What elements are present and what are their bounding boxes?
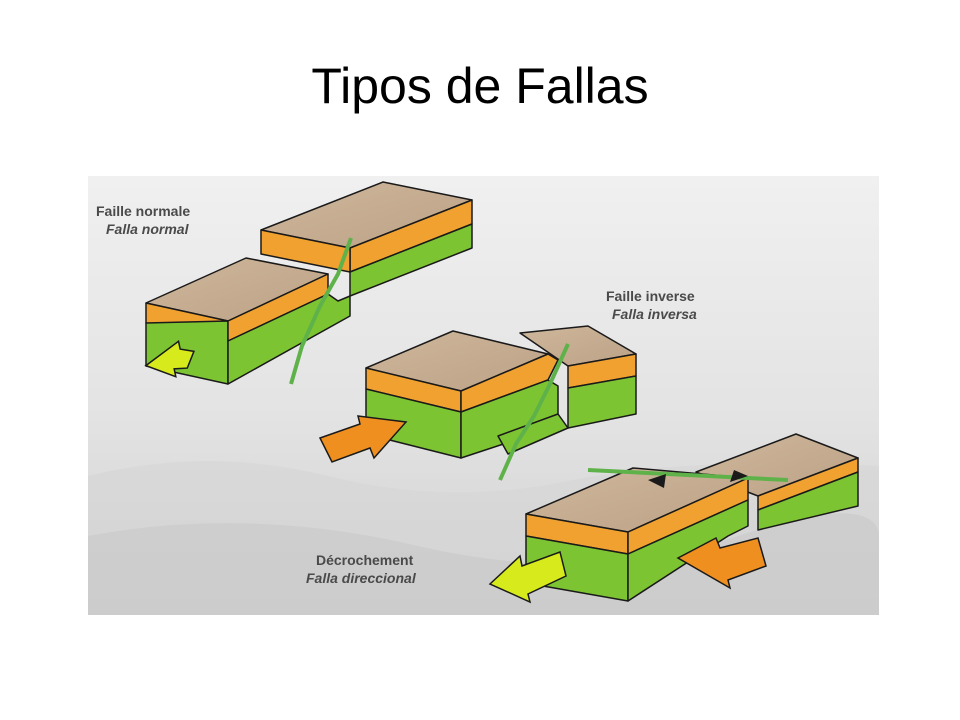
- label-normal-es: Falla normal: [106, 221, 190, 237]
- label-strike-es: Falla direccional: [306, 570, 417, 586]
- label-inverse-fr: Faille inverse: [606, 288, 695, 304]
- strike-slip-fault-trace: [587, 468, 789, 482]
- label-strike-fr: Décrochement: [316, 552, 414, 568]
- inverse-fault-arrow: [318, 415, 408, 463]
- slide-title: Tipos de Fallas: [311, 58, 649, 114]
- strike-slip-fault-block: [525, 433, 859, 602]
- slip-arrow-right: [730, 470, 748, 482]
- strike-slip-arrow-yellow: [488, 551, 567, 604]
- label-inverse-es: Falla inversa: [612, 306, 697, 322]
- slip-arrow-left: [648, 474, 666, 488]
- inverse-fault-plane: [498, 343, 570, 481]
- normal-fault-plane: [289, 237, 353, 385]
- fault-diagram: Faille normale Falla normal Faille inver…: [88, 176, 879, 615]
- normal-fault-block: [145, 181, 473, 385]
- normal-fault-arrow: [144, 340, 195, 378]
- strike-slip-arrow-orange: [676, 536, 767, 590]
- label-normal-fr: Faille normale: [96, 203, 190, 219]
- fault-types-figure: Faille normale Falla normal Faille inver…: [88, 176, 879, 615]
